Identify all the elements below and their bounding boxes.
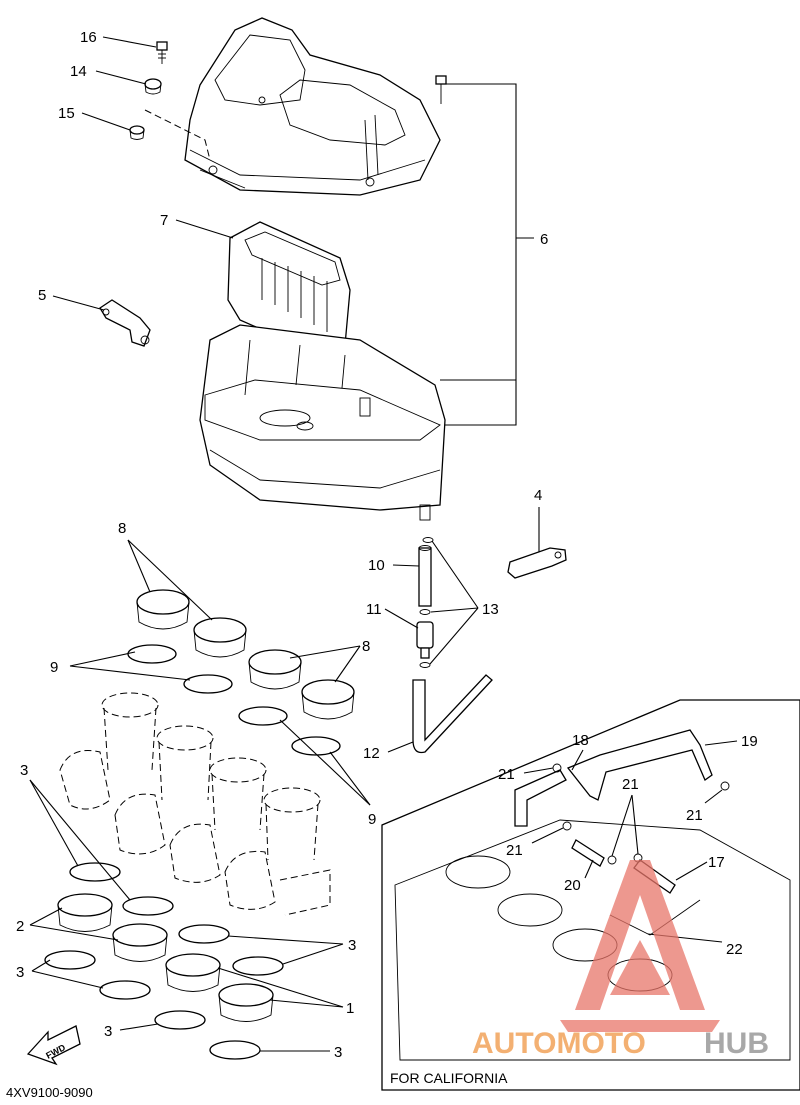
hose-19 [566,729,713,801]
callout-15: 15 [58,105,75,122]
watermark-text-b: HUB [704,1027,769,1060]
callout-21a: 21 [498,766,515,783]
clip-13 [419,537,434,668]
callout-13: 13 [482,601,499,618]
joints-1-2 [57,893,274,1022]
callout-11: 11 [366,601,382,618]
callout-1: 1 [346,1000,354,1017]
damper-14 [144,78,162,95]
callout-3b: 3 [348,937,356,954]
callout-5: 5 [38,287,46,304]
callout-2: 2 [16,918,24,935]
callout-21b: 21 [622,776,639,793]
callout-7: 7 [160,212,168,229]
callout-8a: 8 [118,520,126,537]
leader-lines-inset [523,740,738,943]
watermark-logo [560,860,720,1032]
collar-15 [129,125,145,140]
plug-11 [416,621,434,659]
callout-21d: 21 [506,842,523,859]
callout-3d: 3 [104,1023,112,1040]
callout-17: 17 [708,854,725,871]
carburetor-assembly [59,692,331,916]
hose-18 [514,769,567,827]
bolt [435,75,447,104]
drain-hose-10 [418,545,432,607]
screw-16 [156,41,168,64]
watermark-text-a: AUTOMOTO [472,1027,646,1060]
air-filter-case [199,324,446,521]
bracket-4 [507,547,567,579]
clamps-9 [127,644,341,756]
callout-9b: 9 [368,811,376,828]
leader-lines-8-9 [69,539,371,806]
joint-20 [571,839,605,867]
inset-caption: FOR CALIFORNIA [390,1070,508,1086]
clamps-3 [44,862,284,1060]
callout-6: 6 [540,231,548,248]
drawing-number: 4XV9100-9090 [6,1085,93,1100]
callout-3a: 3 [20,762,28,779]
carb-joints-8 [136,589,355,720]
assembly-line [144,109,211,161]
leader-lines-1-3 [29,779,344,1052]
callout-19: 19 [741,733,758,750]
callout-8b: 8 [362,638,370,655]
callout-labels: 16 14 15 6 7 5 4 8 8 10 11 13 9 12 9 3 2… [16,29,758,1061]
callout-10: 10 [368,557,385,574]
air-filter-case-cover [184,17,441,196]
callout-16: 16 [80,29,97,46]
callout-20: 20 [564,877,581,894]
fwd-arrow [26,1025,81,1066]
callout-3e: 3 [334,1044,342,1061]
callout-18: 18 [572,732,589,749]
callout-9a: 9 [50,659,58,676]
callout-12: 12 [363,745,380,762]
hose-12 [412,674,493,754]
callout-4: 4 [534,487,542,504]
bracket-5 [99,299,151,347]
callout-14: 14 [70,63,87,80]
leader-lines [52,36,540,753]
callout-22: 22 [726,941,743,958]
callout-3c: 3 [16,964,24,981]
callout-21c: 21 [686,807,703,824]
